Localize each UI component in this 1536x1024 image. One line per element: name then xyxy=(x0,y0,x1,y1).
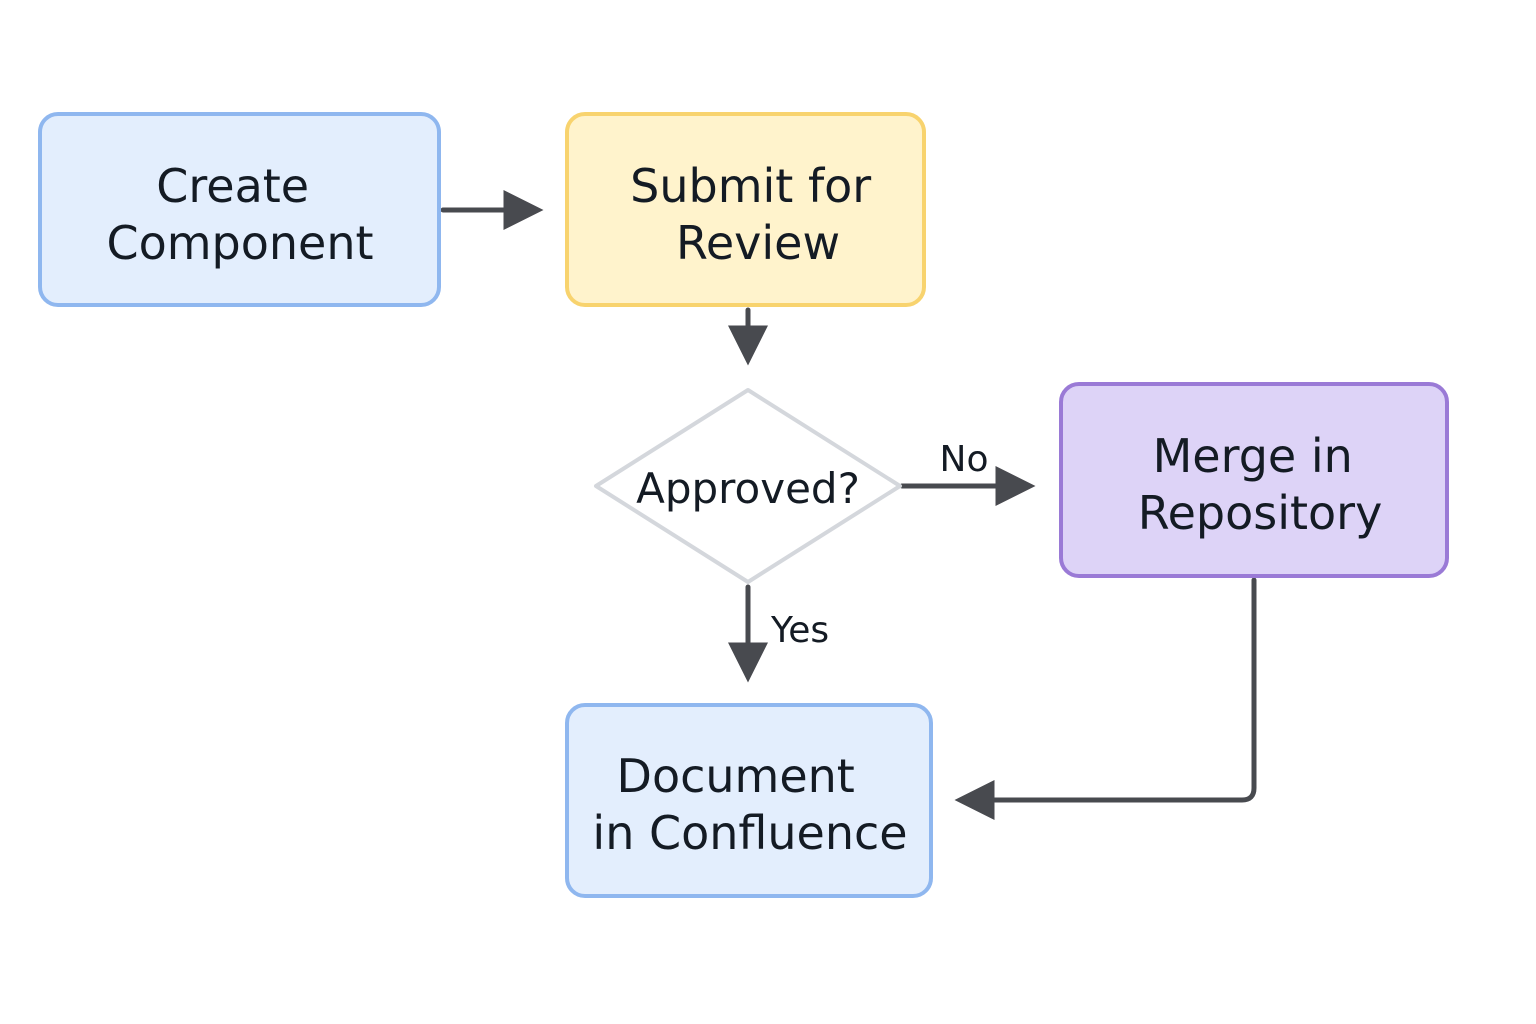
document-in-confluence-label-line-1: Document xyxy=(617,749,855,803)
submit-for-review-box xyxy=(565,112,926,307)
merge-in-repository-label-line-2: Repository xyxy=(1138,486,1383,540)
node-merge-in-repository[interactable]: Merge in Repository xyxy=(1059,382,1449,578)
edges: No Yes xyxy=(440,190,1257,820)
document-in-confluence-box xyxy=(565,703,933,898)
create-component-label-line-1: Create xyxy=(156,159,309,213)
create-component-label: Create Component xyxy=(106,159,373,270)
edge-label-no: No xyxy=(940,439,989,480)
document-in-confluence-label-line-2: in Confluence xyxy=(592,806,907,860)
merge-in-repository-box xyxy=(1059,382,1449,578)
node-submit-for-review[interactable]: Submit for Review xyxy=(565,112,926,307)
node-create-component[interactable]: Create Component xyxy=(38,112,441,307)
create-component-box xyxy=(38,112,441,307)
submit-for-review-label-line-2: Review xyxy=(676,216,840,270)
node-document-in-confluence[interactable]: Document in Confluence xyxy=(565,703,933,898)
node-approved-decision[interactable]: Approved? xyxy=(594,388,902,584)
approved-diamond xyxy=(594,388,902,584)
merge-in-repository-label: Merge in Repository xyxy=(1138,429,1383,540)
merge-in-repository-label-line-1: Merge in xyxy=(1153,429,1353,483)
edge-label-yes: Yes xyxy=(770,610,829,651)
document-in-confluence-label: Document in Confluence xyxy=(592,749,907,860)
create-component-label-line-2: Component xyxy=(106,216,373,270)
submit-for-review-label-line-1: Submit for xyxy=(630,159,871,213)
approved-label: Approved? xyxy=(636,464,860,513)
edge-merge-to-document xyxy=(954,577,1257,820)
submit-for-review-label: Submit for Review xyxy=(630,159,886,270)
